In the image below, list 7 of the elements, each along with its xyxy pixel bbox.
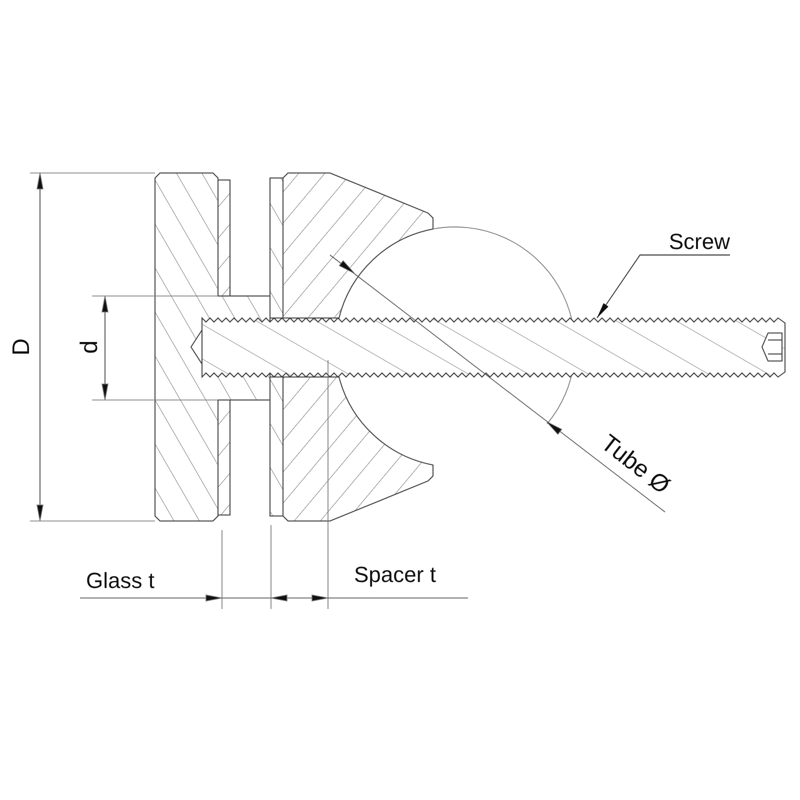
dimension-label: d xyxy=(75,339,104,356)
dimension-label: D xyxy=(7,337,36,358)
screw-drawing xyxy=(190,316,786,378)
dimension-label: Glass t xyxy=(86,567,156,594)
dimension-label: Spacer t xyxy=(354,561,437,588)
leader-line xyxy=(596,254,730,318)
part-label: Screw xyxy=(640,228,730,255)
